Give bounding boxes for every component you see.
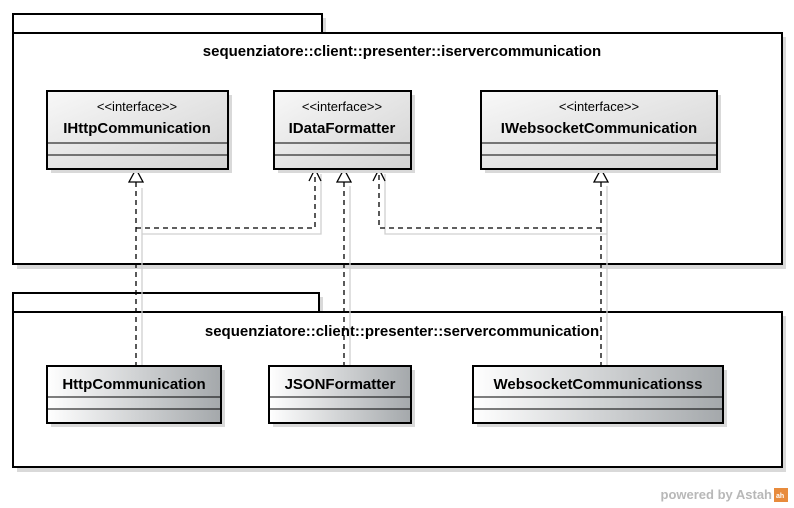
- class-name: HttpCommunication: [62, 376, 205, 393]
- relationships: [127, 167, 610, 370]
- class-httpcommunication[interactable]: HttpCommunication: [46, 365, 225, 427]
- dependency-line-websocket-dataformatter[interactable]: [378, 169, 601, 229]
- watermark-text: powered by Astah: [661, 487, 773, 502]
- realization-arrowhead: [127, 167, 145, 183]
- package-name: sequenziatore::client::presenter::iserve…: [203, 43, 601, 60]
- realization-arrowhead: [592, 167, 610, 183]
- realization-arrowhead: [335, 167, 353, 183]
- interface-ihttpcommunication[interactable]: <<interface>> IHttpCommunication: [46, 90, 232, 173]
- class-box: [273, 90, 412, 170]
- class-jsonformatter[interactable]: JSONFormatter: [268, 365, 415, 427]
- class-name: WebsocketCommunicationss: [494, 376, 703, 393]
- class-box: [46, 365, 222, 424]
- class-websocketcommunicationss[interactable]: WebsocketCommunicationss: [472, 365, 727, 427]
- interface-stereotype: <<interface>>: [559, 99, 639, 114]
- interface-iwebsocketcommunication[interactable]: <<interface>> IWebsocketCommunication: [480, 90, 721, 173]
- interface-name: IHttpCommunication: [63, 120, 211, 137]
- class-box: [268, 365, 412, 424]
- dependency-line-http-dataformatter[interactable]: [136, 169, 316, 229]
- interface-name: IWebsocketCommunication: [501, 120, 697, 137]
- astah-logo-icon: ah: [776, 493, 784, 500]
- class-box: [480, 90, 718, 170]
- interface-stereotype: <<interface>>: [302, 99, 382, 114]
- class-box: [46, 90, 229, 170]
- relationship-shadows: [141, 174, 608, 370]
- astah-watermark: powered by Astah ah: [661, 487, 788, 502]
- package-tab: [12, 292, 320, 314]
- package-tab: [12, 13, 323, 35]
- class-box: [472, 365, 724, 424]
- package-name: sequenziatore::client::presenter::server…: [205, 323, 599, 340]
- interface-name: IDataFormatter: [289, 120, 396, 137]
- interface-idataformatter[interactable]: <<interface>> IDataFormatter: [273, 90, 415, 173]
- interface-stereotype: <<interface>>: [97, 99, 177, 114]
- class-name: JSONFormatter: [285, 376, 396, 393]
- astah-logo-icon: [774, 488, 788, 502]
